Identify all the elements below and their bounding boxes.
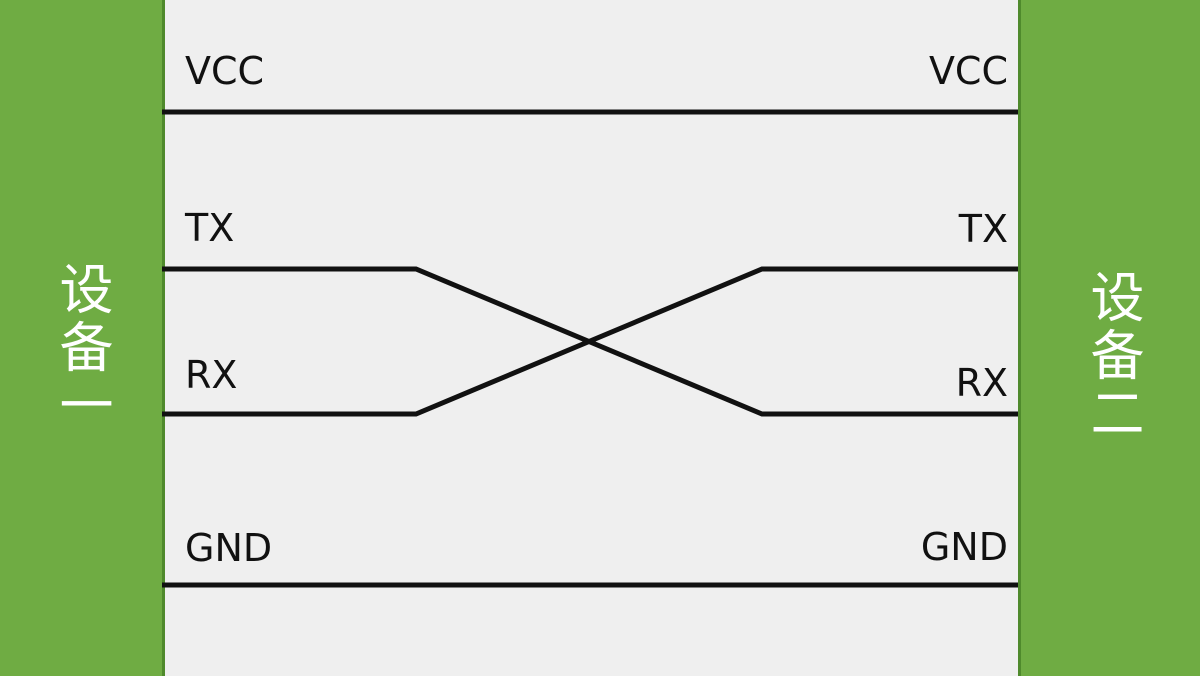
left-gnd-label: GND xyxy=(185,526,273,570)
right-gnd-label: GND xyxy=(920,525,1008,569)
rx-to-tx-wire xyxy=(162,266,1018,417)
right-tx-label: TX xyxy=(958,207,1008,251)
left-rx-label: RX xyxy=(185,353,238,397)
right-rx-label: RX xyxy=(955,361,1008,405)
device-two-panel: 设备二 xyxy=(1018,0,1200,676)
device-one-label: 设备一 xyxy=(50,261,113,435)
device-one-panel: 设备一 xyxy=(0,0,165,676)
left-vcc-label: VCC xyxy=(185,49,265,93)
device-two-label: 设备二 xyxy=(1081,269,1144,443)
right-vcc-label: VCC xyxy=(928,49,1008,93)
left-tx-label: TX xyxy=(185,206,235,250)
